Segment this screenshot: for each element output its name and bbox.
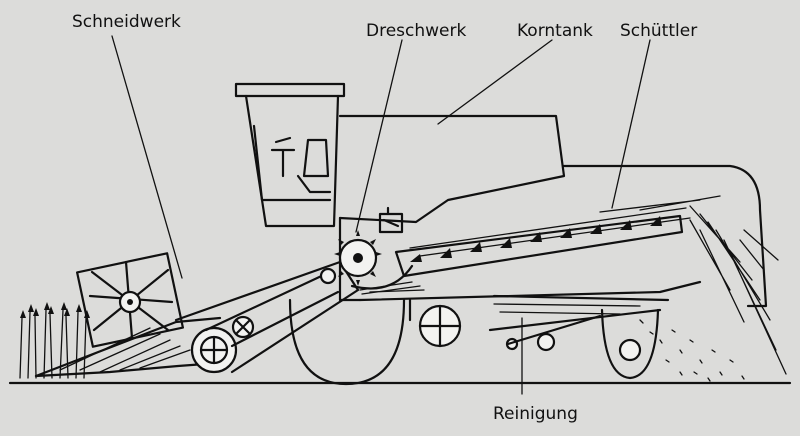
leader-lines	[111, 35, 651, 395]
label-reinigung: Reinigung	[493, 404, 578, 424]
rear-wheel	[600, 308, 660, 380]
leader-schuettler	[611, 39, 651, 209]
chaff-scatter	[639, 319, 745, 382]
threshing-drum	[334, 230, 425, 295]
label-schuettler: Schüttler	[620, 21, 698, 41]
cleaning-shoe	[418, 294, 670, 352]
header	[34, 316, 238, 378]
leader-schneidwerk	[111, 35, 183, 279]
label-dreschwerk: Dreschwerk	[366, 21, 467, 41]
machine-body	[338, 164, 768, 322]
cab	[234, 82, 346, 228]
grain-tank	[338, 114, 566, 224]
leader-korntank	[437, 39, 553, 125]
reel	[76, 252, 184, 348]
label-schneidwerk: Schneidwerk	[72, 12, 181, 32]
straw-walkers	[394, 195, 721, 278]
leader-dreschwerk	[355, 39, 403, 233]
straw-discharge	[689, 205, 787, 375]
feeder	[174, 260, 360, 374]
label-korntank: Korntank	[517, 21, 593, 41]
crop-stalks	[19, 302, 90, 379]
front-wheel	[288, 298, 406, 386]
